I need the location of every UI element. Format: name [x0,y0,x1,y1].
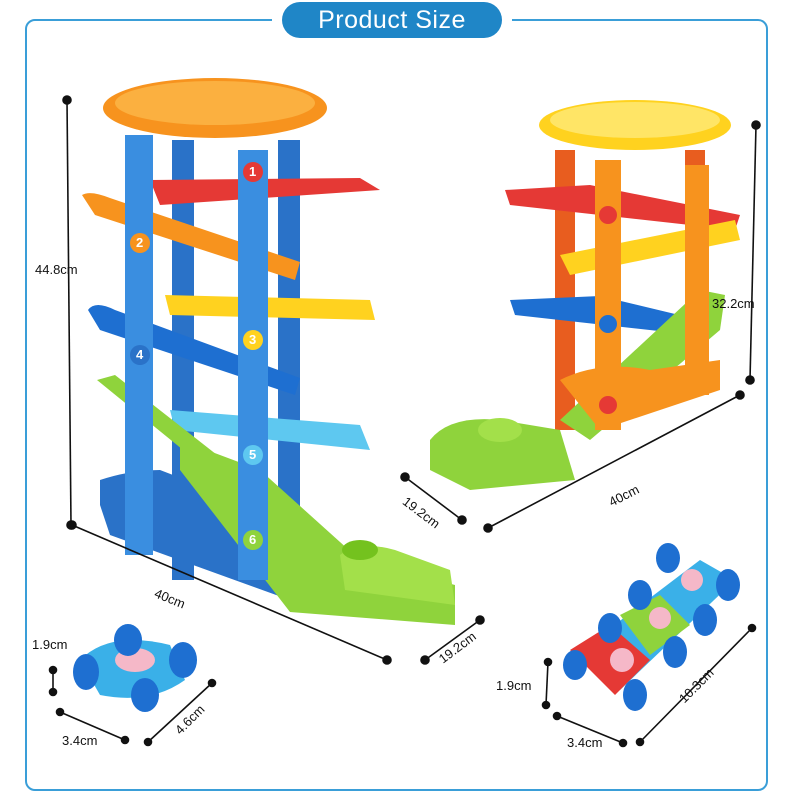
large-track-tower-icon [82,78,455,625]
car-train-width-label: 3.4cm [567,735,603,750]
car-single-height-label: 1.9cm [32,637,68,652]
track-number-4: 4 [136,347,144,362]
dimension-lines [48,95,761,748]
track-number-5: 5 [249,447,257,462]
track-number-6: 6 [249,532,257,547]
track-number-2: 2 [136,235,144,250]
track-number-badges [130,162,263,550]
page-title: Product Size [282,2,502,38]
car-single-width-label: 3.4cm [62,733,98,748]
track-number-3: 3 [249,332,257,347]
small-height-label: 32.2cm [712,296,755,311]
small-track-tower-icon [430,100,740,490]
single-car-icon [73,624,197,712]
car-train-icon [563,543,740,711]
large-height-label: 44.8cm [35,262,78,277]
car-train-height-label: 1.9cm [496,678,532,693]
track-number-1: 1 [249,164,257,179]
